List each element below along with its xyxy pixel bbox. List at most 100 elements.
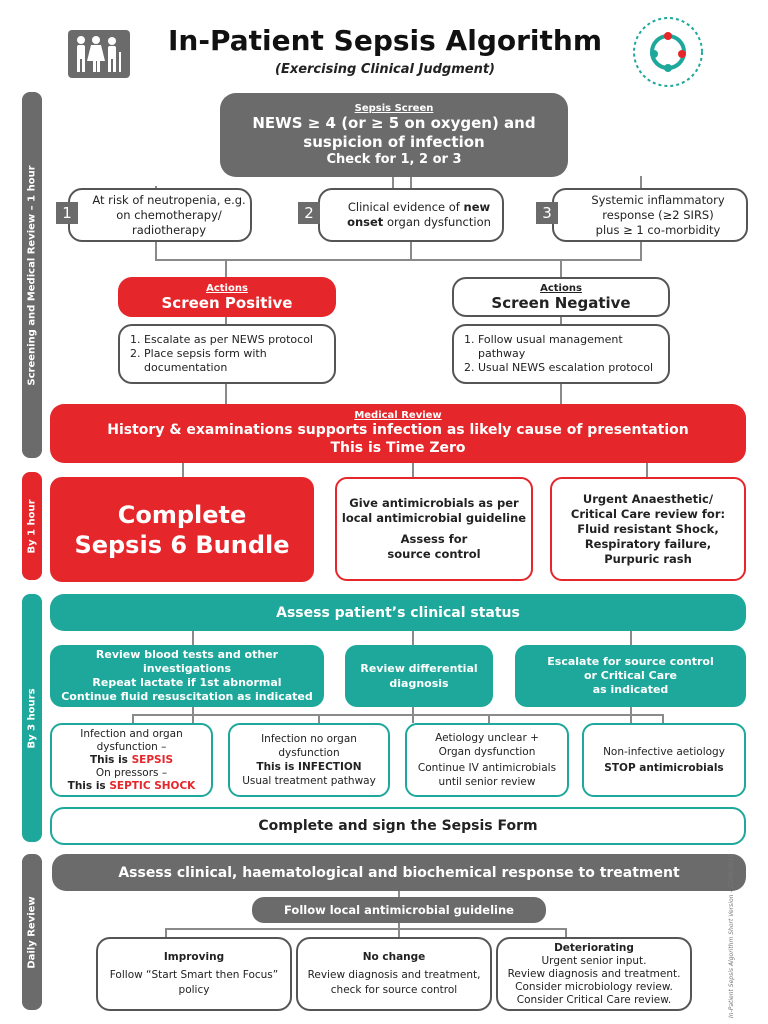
- criteria-1-text-1: At risk of neutropenia, e.g.: [92, 192, 246, 207]
- daily-deteriorating-box: Deteriorating Urgent senior input. Revie…: [496, 937, 692, 1011]
- screen-positive-box: Actions Screen Positive: [118, 277, 336, 317]
- bundle-line-1: Complete: [117, 500, 247, 529]
- negative-actions-label: Actions: [540, 282, 582, 294]
- outcome-sepsis-label: SEPSIS: [131, 753, 174, 766]
- criteria-number-2: 2: [298, 202, 320, 224]
- version-footnote-text: In-Patient Sepsis Algorithm Short Versio…: [728, 854, 735, 1018]
- outcome-sepsis-line-5a: This is: [67, 779, 110, 792]
- positive-actions-label: Actions: [206, 282, 248, 294]
- positive-actions-list: Escalate as per NEWS protocol Place seps…: [118, 324, 336, 384]
- criteria-3-text-2: response (≥2 SIRS): [602, 207, 714, 222]
- medical-review-box: Medical Review History & examinations su…: [50, 404, 746, 463]
- side-label-screening: Screening and Medical Review – 1 hour: [22, 92, 42, 458]
- outcome-unclear-line-3: Continue IV antimicrobials: [417, 762, 557, 774]
- outcome-infection-line-2: dysfunction: [278, 747, 340, 759]
- assess-status-bar: Assess patient’s clinical status: [50, 594, 746, 631]
- people-icon: [68, 30, 130, 78]
- outcome-unclear-line-4: until senior review: [438, 776, 536, 788]
- criteria-1-text-2: on chemotherapy/: [116, 207, 222, 222]
- outcome-noninfective-line-1: Non-infective aetiology: [603, 746, 725, 758]
- outcome-infection-line-4: Usual treatment pathway: [242, 775, 376, 787]
- positive-title: Screen Positive: [161, 293, 293, 312]
- daily-improving-line-2: policy: [178, 984, 210, 996]
- version-footnote: In-Patient Sepsis Algorithm Short Versio…: [724, 854, 744, 1020]
- criteria-2-bold-1: new: [463, 200, 491, 214]
- negative-title: Screen Negative: [491, 293, 631, 312]
- outcome-infection-box: Infection no organ dysfunction This is I…: [228, 723, 390, 797]
- review-bloods-box: Review blood tests and other investigati…: [50, 645, 324, 707]
- side-label-daily: Daily Review: [22, 854, 42, 1010]
- response-bar: Assess clinical, haematological and bioc…: [52, 854, 746, 891]
- review-differential-line-2: diagnosis: [389, 677, 449, 690]
- urgent-line-3: Fluid resistant Shock,: [577, 521, 719, 536]
- daily-improving-line-1: Follow “Start Smart then Focus”: [109, 969, 279, 981]
- daily-nochange-line-1: Review diagnosis and treatment,: [307, 969, 481, 981]
- criteria-3-text-1: Systemic inflammatory: [591, 192, 725, 207]
- criteria-2-bold-2: onset: [347, 215, 384, 229]
- outcome-septic-shock-label: SEPTIC SHOCK: [109, 779, 196, 792]
- review-bloods-line-3: Repeat lactate if 1st abnormal: [92, 676, 282, 689]
- escalate-box: Escalate for source control or Critical …: [515, 645, 746, 707]
- outcome-sepsis-box: Infection and organ dysfunction – This i…: [50, 723, 213, 797]
- negative-actions-list: Follow usual management pathway Usual NE…: [452, 324, 670, 384]
- daily-deteriorating-line-2: Review diagnosis and treatment.: [507, 967, 681, 980]
- criteria-3-text-3: plus ≥ 1 co-morbidity: [595, 222, 721, 237]
- medical-review-line-1: History & examinations supports infectio…: [107, 422, 689, 438]
- recognise-sepsis-logo: [630, 14, 706, 90]
- outcome-infection-line-1: Infection no organ: [261, 733, 357, 745]
- screen-line-3: Check for 1, 2 or 3: [326, 152, 462, 167]
- review-differential-box: Review differential diagnosis: [345, 645, 493, 707]
- criteria-2-pre: Clinical evidence of: [347, 200, 464, 214]
- antimicrobials-line-1: Give antimicrobials as per: [349, 496, 519, 510]
- sepsis-screen-label: Sepsis Screen: [354, 103, 434, 114]
- outcome-sepsis-line-4: On pressors –: [95, 766, 168, 779]
- daily-deteriorating-title: Deteriorating: [554, 941, 634, 954]
- outcome-sepsis-line-3a: This is: [89, 753, 132, 766]
- antimicrobials-line-2: local antimicrobial guideline: [341, 511, 527, 525]
- sign-form-box: Complete and sign the Sepsis Form: [50, 807, 746, 845]
- urgent-line-2: Critical Care review for:: [570, 506, 726, 521]
- daily-nochange-line-2: check for source control: [330, 984, 458, 996]
- escalate-line-2: or Critical Care: [583, 669, 678, 682]
- daily-improving-title: Improving: [163, 951, 225, 963]
- criteria-2-post: organ dysfunction: [383, 215, 491, 229]
- antimicrobials-line-4: source control: [387, 547, 481, 561]
- review-differential-line-1: Review differential: [360, 662, 478, 675]
- urgent-line-4: Respiratory failure,: [584, 536, 712, 551]
- positive-action-1: Escalate as per NEWS protocol: [144, 333, 326, 347]
- outcome-unclear-line-1: Aetiology unclear +: [435, 732, 539, 744]
- sepsis-6-bundle-box: Complete Sepsis 6 Bundle: [50, 477, 314, 582]
- criteria-number-3: 3: [536, 202, 558, 224]
- daily-deteriorating-line-3: Consider microbiology review.: [515, 980, 673, 993]
- screen-line-2: suspicion of infection: [303, 133, 485, 151]
- side-label-three-hours: By 3 hours: [22, 594, 42, 842]
- criteria-number-1: 1: [56, 202, 78, 224]
- outcome-noninfective-box: Non-infective aetiology STOP antimicrobi…: [582, 723, 746, 797]
- review-bloods-line-4: Continue fluid resuscitation as indicate…: [61, 690, 313, 703]
- negative-action-2: Usual NEWS escalation protocol: [478, 361, 660, 375]
- outcome-unclear-box: Aetiology unclear + Organ dysfunction Co…: [405, 723, 569, 797]
- sepsis-screen-box: Sepsis Screen NEWS ≥ 4 (or ≥ 5 on oxygen…: [220, 93, 568, 177]
- review-bloods-line-1: Review blood tests and other: [95, 648, 279, 661]
- negative-action-1: Follow usual management pathway: [478, 333, 660, 361]
- guideline-bar: Follow local antimicrobial guideline: [252, 897, 546, 923]
- daily-nochange-title: No change: [362, 951, 426, 963]
- bundle-line-2: Sepsis 6 Bundle: [74, 530, 290, 559]
- urgent-line-1: Urgent Anaesthetic/: [582, 491, 714, 506]
- page-title: In-Patient Sepsis Algorithm: [168, 24, 602, 57]
- daily-deteriorating-line-4: Consider Critical Care review.: [516, 993, 672, 1006]
- review-bloods-line-2: investigations: [142, 662, 232, 675]
- positive-action-2: Place sepsis form with documentation: [144, 347, 326, 375]
- escalate-line-1: Escalate for source control: [547, 655, 714, 668]
- outcome-sepsis-line-2: dysfunction –: [96, 740, 167, 753]
- criteria-box-3: Systemic inflammatory response (≥2 SIRS)…: [552, 188, 748, 242]
- outcome-unclear-line-2: Organ dysfunction: [438, 746, 536, 758]
- side-label-one-hour: By 1 hour: [22, 472, 42, 580]
- daily-deteriorating-line-1: Urgent senior input.: [541, 954, 647, 967]
- urgent-review-box: Urgent Anaesthetic/ Critical Care review…: [550, 477, 746, 581]
- outcome-infection-line-3: This is INFECTION: [256, 761, 362, 773]
- antimicrobials-box: Give antimicrobials as per local antimic…: [335, 477, 533, 581]
- criteria-box-1: At risk of neutropenia, e.g. on chemothe…: [68, 188, 252, 242]
- criteria-box-2: Clinical evidence of new onset organ dys…: [318, 188, 504, 242]
- screen-line-1: NEWS ≥ 4 (or ≥ 5 on oxygen) and: [252, 114, 536, 132]
